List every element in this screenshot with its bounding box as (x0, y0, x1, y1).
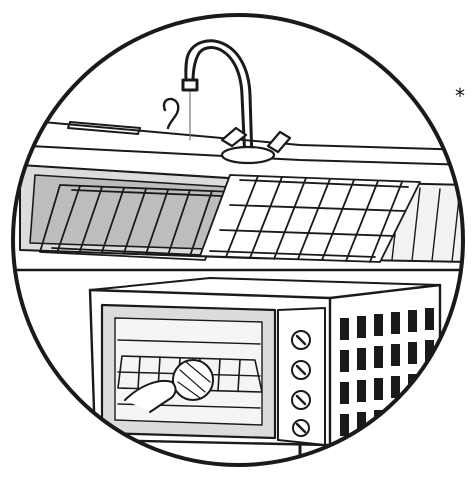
note-asterisk: * (455, 86, 465, 106)
oven-rack-on-board (200, 175, 420, 262)
hose-hook (164, 99, 178, 128)
sink-scene (0, 41, 473, 270)
faucet-icon (183, 41, 290, 163)
oven-scene (90, 278, 440, 456)
